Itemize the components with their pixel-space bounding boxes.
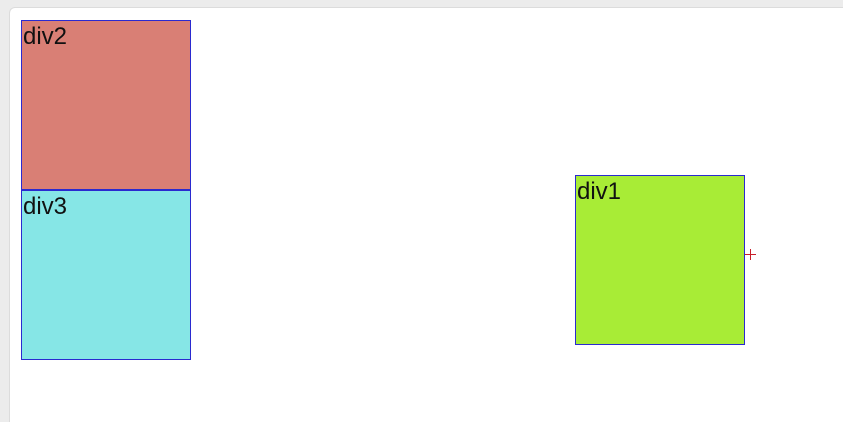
crosshair-cursor-icon <box>744 248 757 261</box>
div1-box[interactable]: div1 <box>575 175 745 345</box>
div2-box[interactable]: div2 <box>21 20 191 190</box>
div1-label: div1 <box>577 178 622 205</box>
div2-label: div2 <box>23 23 68 50</box>
div3-label: div3 <box>23 193 68 220</box>
div3-box[interactable]: div3 <box>21 190 191 360</box>
